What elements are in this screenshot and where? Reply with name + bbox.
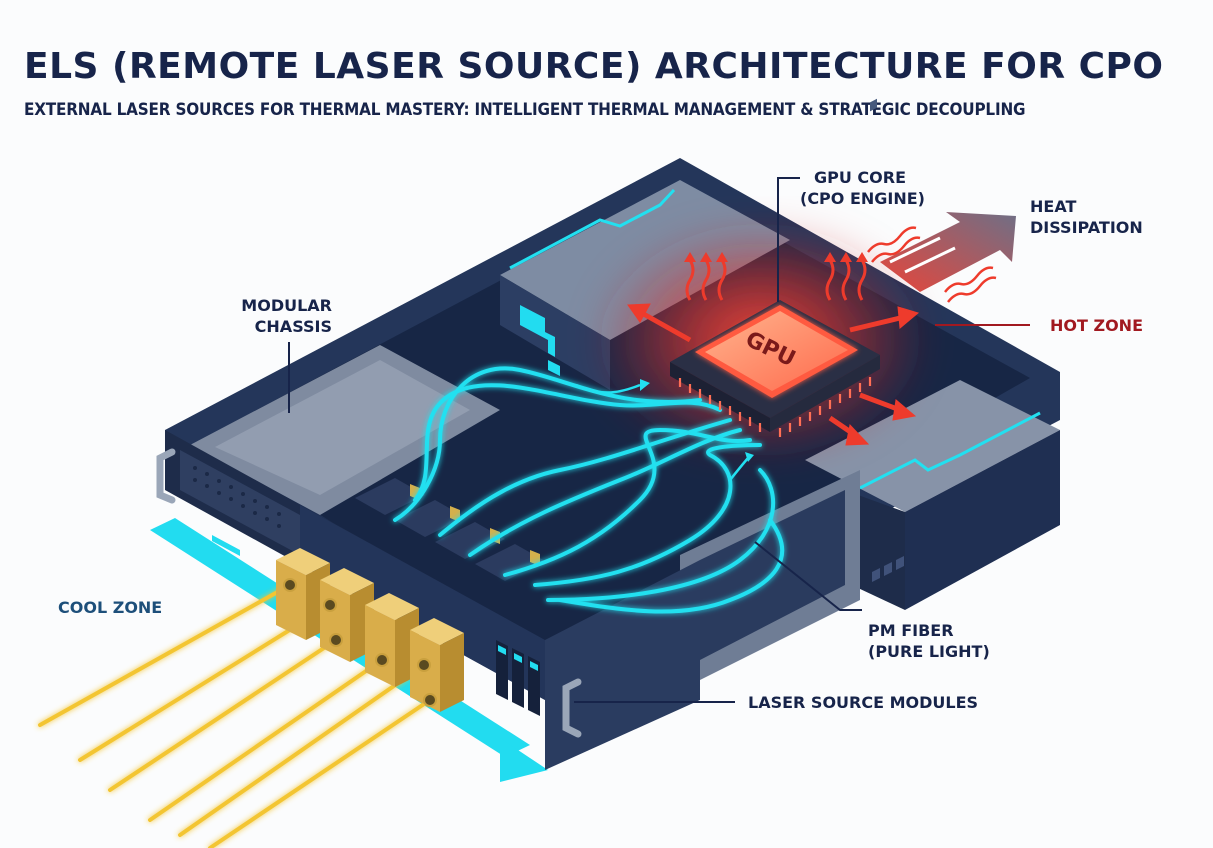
heat-wave-arrows [685, 259, 867, 301]
flow-arrowhead-2 [745, 452, 754, 462]
label-cool-zone: COOL ZONE [58, 598, 163, 617]
label-modular-line2: CHASSIS [254, 317, 332, 336]
label-heat-line2: DISSIPATION [1030, 218, 1143, 237]
flow-arrow-2 [729, 457, 749, 481]
heat-wave-tips [684, 252, 868, 262]
laser-module-4 [410, 618, 464, 712]
pm-fibers [393, 366, 785, 614]
label-gpu-core-line1: GPU CORE [814, 168, 907, 187]
status-lights-right [872, 556, 904, 582]
flow-arrowhead [640, 379, 650, 391]
laser-module-2 [320, 568, 374, 662]
page-title: ELS (REMOTE LASER SOURCE) ARCHITECTURE F… [24, 46, 1164, 87]
label-pm-fiber-line2: (PURE LIGHT) [868, 642, 990, 661]
label-pm-fiber: PM FIBER (PURE LIGHT) [868, 620, 990, 662]
gpu-chip: GPU [670, 300, 880, 437]
label-heat-dissipation: HEAT DISSIPATION [1030, 196, 1143, 238]
label-pm-fiber-line1: PM FIBER [868, 621, 954, 640]
heat-arrows [627, 303, 920, 446]
label-modular-line1: MODULAR [241, 296, 332, 315]
drive-bays [496, 640, 540, 716]
label-gpu-core: GPU CORE (CPO ENGINE) [800, 167, 925, 209]
flow-arrow [575, 383, 641, 394]
page-subtitle: EXTERNAL LASER SOURCES FOR THERMAL MASTE… [24, 100, 1026, 119]
leader-lines [288, 177, 1030, 703]
laser-module-3 [365, 593, 419, 687]
label-laser-source-modules: LASER SOURCE MODULES [748, 693, 979, 712]
laser-source-modules [276, 548, 464, 712]
label-gpu-core-line2: (CPO ENGINE) [800, 189, 925, 208]
label-heat-line1: HEAT [1030, 197, 1077, 216]
laser-beams [38, 583, 432, 848]
label-modular-chassis: MODULAR CHASSIS [232, 295, 332, 337]
label-hot-zone: HOT ZONE [1050, 316, 1143, 335]
heat-dissipation-arrow [867, 212, 1016, 303]
